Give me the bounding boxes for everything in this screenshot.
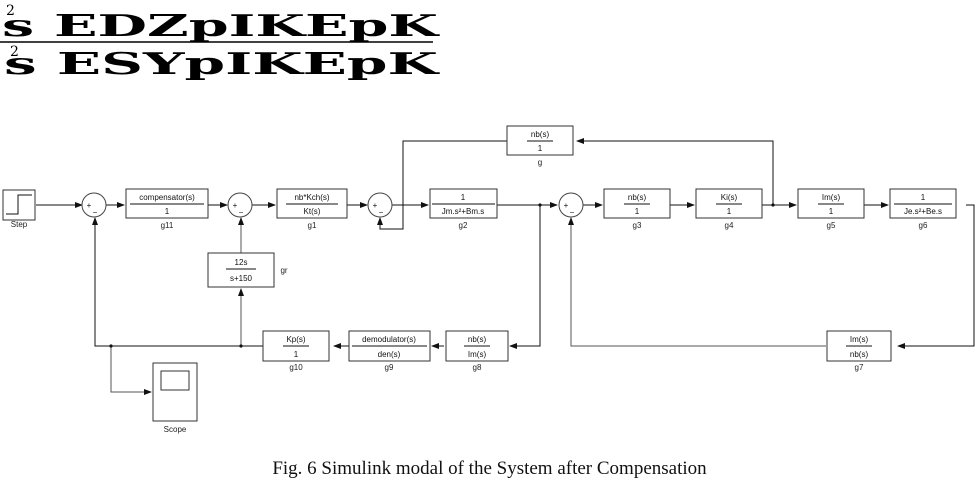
sum-circle[interactable]: [227, 192, 253, 218]
block-g8[interactable]: nb(s) Im(s) g8: [445, 330, 509, 372]
minus-sign: −: [93, 208, 98, 217]
g9-denominator: den(s): [378, 350, 401, 359]
g5-denominator: 1: [829, 207, 834, 216]
block-gr[interactable]: 12s s+150 gr: [207, 252, 288, 288]
block-g11[interactable]: compensator(s) 1 g11: [125, 188, 209, 230]
block-g2[interactable]: 1 Jm.s²+Bm.s g2: [429, 188, 498, 230]
g8-label: g8: [473, 363, 482, 372]
sum-circle[interactable]: [81, 192, 107, 218]
plus-sign: +: [87, 201, 92, 210]
garbled-equation-artifact: 2 s EDZpIKEpK 2 s ESYpIKEpK: [0, 3, 440, 82]
g2-label: g2: [459, 221, 468, 230]
minus-sign: −: [570, 208, 575, 217]
minus-sign: −: [239, 208, 244, 217]
block-g1[interactable]: nb*Kch(s) Kt(s) g1: [276, 188, 348, 230]
gr-denominator: s+150: [230, 274, 253, 283]
g6-numerator: 1: [921, 193, 926, 202]
g8-numerator: nb(s): [468, 335, 487, 344]
artifact-superscript-2: 2: [10, 44, 19, 60]
step-label: Step: [11, 220, 28, 229]
scope-block[interactable]: Scope: [152, 362, 198, 434]
junction-dot: [239, 344, 243, 348]
wire-branch-to-g: [402, 140, 507, 205]
junction-dot: [538, 203, 542, 207]
block-gr-frame[interactable]: [207, 252, 275, 288]
scope-screen-icon: [160, 370, 190, 391]
step-icon: [6, 194, 32, 215]
g11-denominator: 1: [165, 207, 170, 216]
g1-denominator: Kt(s): [304, 207, 321, 216]
step-block[interactable]: Step: [2, 189, 36, 229]
wire-g7-sum4: [568, 217, 826, 347]
g3-label: g3: [633, 221, 642, 230]
g7-denominator: nb(s): [850, 350, 869, 359]
junction-dot: [771, 203, 775, 207]
block-g4[interactable]: Ki(s) 1 g4: [695, 188, 763, 230]
sum-block-2[interactable]: + −: [227, 192, 253, 218]
plus-sign: +: [233, 201, 238, 210]
g2-numerator: 1: [461, 193, 466, 202]
sum-block-1[interactable]: + −: [81, 192, 107, 218]
wire-g6-g7: [897, 204, 975, 349]
g4-numerator: Ki(s): [721, 193, 738, 202]
sum-block-3[interactable]: + −: [367, 192, 393, 218]
artifact-superscript-1: 2: [6, 3, 15, 19]
g9-numerator: demodulator(s): [362, 335, 416, 344]
g11-numerator: compensator(s): [139, 193, 195, 202]
gr-label: gr: [280, 266, 287, 275]
wire-branch-to-g8: [509, 205, 541, 349]
block-g5[interactable]: Im(s) 1 g5: [797, 188, 865, 230]
plus-sign: +: [373, 201, 378, 210]
g7-numerator: Im(s): [850, 335, 869, 344]
artifact-line-2: s ESYpIKEpK: [4, 47, 440, 82]
g-label: g: [538, 158, 542, 167]
junction-dot: [109, 344, 113, 348]
g10-numerator: Kp(s): [286, 335, 305, 344]
wire-g10-sum1: [92, 217, 263, 347]
block-g10[interactable]: Kp(s) 1 g10: [262, 330, 330, 372]
gr-numerator: 12s: [235, 258, 248, 267]
sum-block-4[interactable]: + −: [558, 192, 584, 218]
scope-label: Scope: [164, 425, 187, 434]
minus-sign: −: [379, 208, 384, 217]
wire-g-feedback-sum3: [377, 205, 404, 230]
block-g3[interactable]: nb(s) 1 g3: [603, 188, 671, 230]
wires: [36, 138, 975, 395]
g-numerator: nb(s): [531, 130, 550, 139]
g5-label: g5: [827, 221, 836, 230]
g5-numerator: Im(s): [822, 193, 841, 202]
g1-numerator: nb*Kch(s): [294, 193, 329, 202]
g10-label: g10: [289, 363, 303, 372]
g6-denominator: Je.s²+Be.s: [904, 207, 942, 216]
figure-caption: Fig. 6 Simulink modal of the System afte…: [272, 458, 707, 479]
wire-branch-to-scope: [110, 346, 152, 395]
artifact-line-1: s EDZpIKEpK: [2, 9, 440, 44]
g11-label: g11: [161, 221, 174, 230]
g4-denominator: 1: [727, 207, 732, 216]
g2-denominator: Jm.s²+Bm.s: [442, 207, 484, 216]
g3-numerator: nb(s): [628, 193, 647, 202]
plus-sign: +: [564, 201, 569, 210]
g6-label: g6: [919, 221, 928, 230]
sum-circle[interactable]: [367, 192, 393, 218]
g9-label: g9: [385, 363, 394, 372]
block-g7[interactable]: Im(s) nb(s) g7: [826, 330, 892, 372]
block-g9[interactable]: demodulator(s) den(s) g9: [348, 330, 431, 372]
g7-label: g7: [855, 363, 864, 372]
block-g6[interactable]: 1 Je.s²+Be.s g6: [889, 188, 957, 230]
g3-denominator: 1: [635, 207, 640, 216]
g8-denominator: Im(s): [468, 350, 487, 359]
g-denominator: 1: [538, 144, 543, 153]
g1-label: g1: [308, 221, 317, 230]
g4-label: g4: [725, 221, 734, 230]
wire-branch-g4-to-g: [576, 138, 774, 205]
g10-denominator: 1: [294, 350, 299, 359]
block-g[interactable]: nb(s) 1 g: [506, 125, 574, 167]
sum-circle[interactable]: [558, 192, 584, 218]
